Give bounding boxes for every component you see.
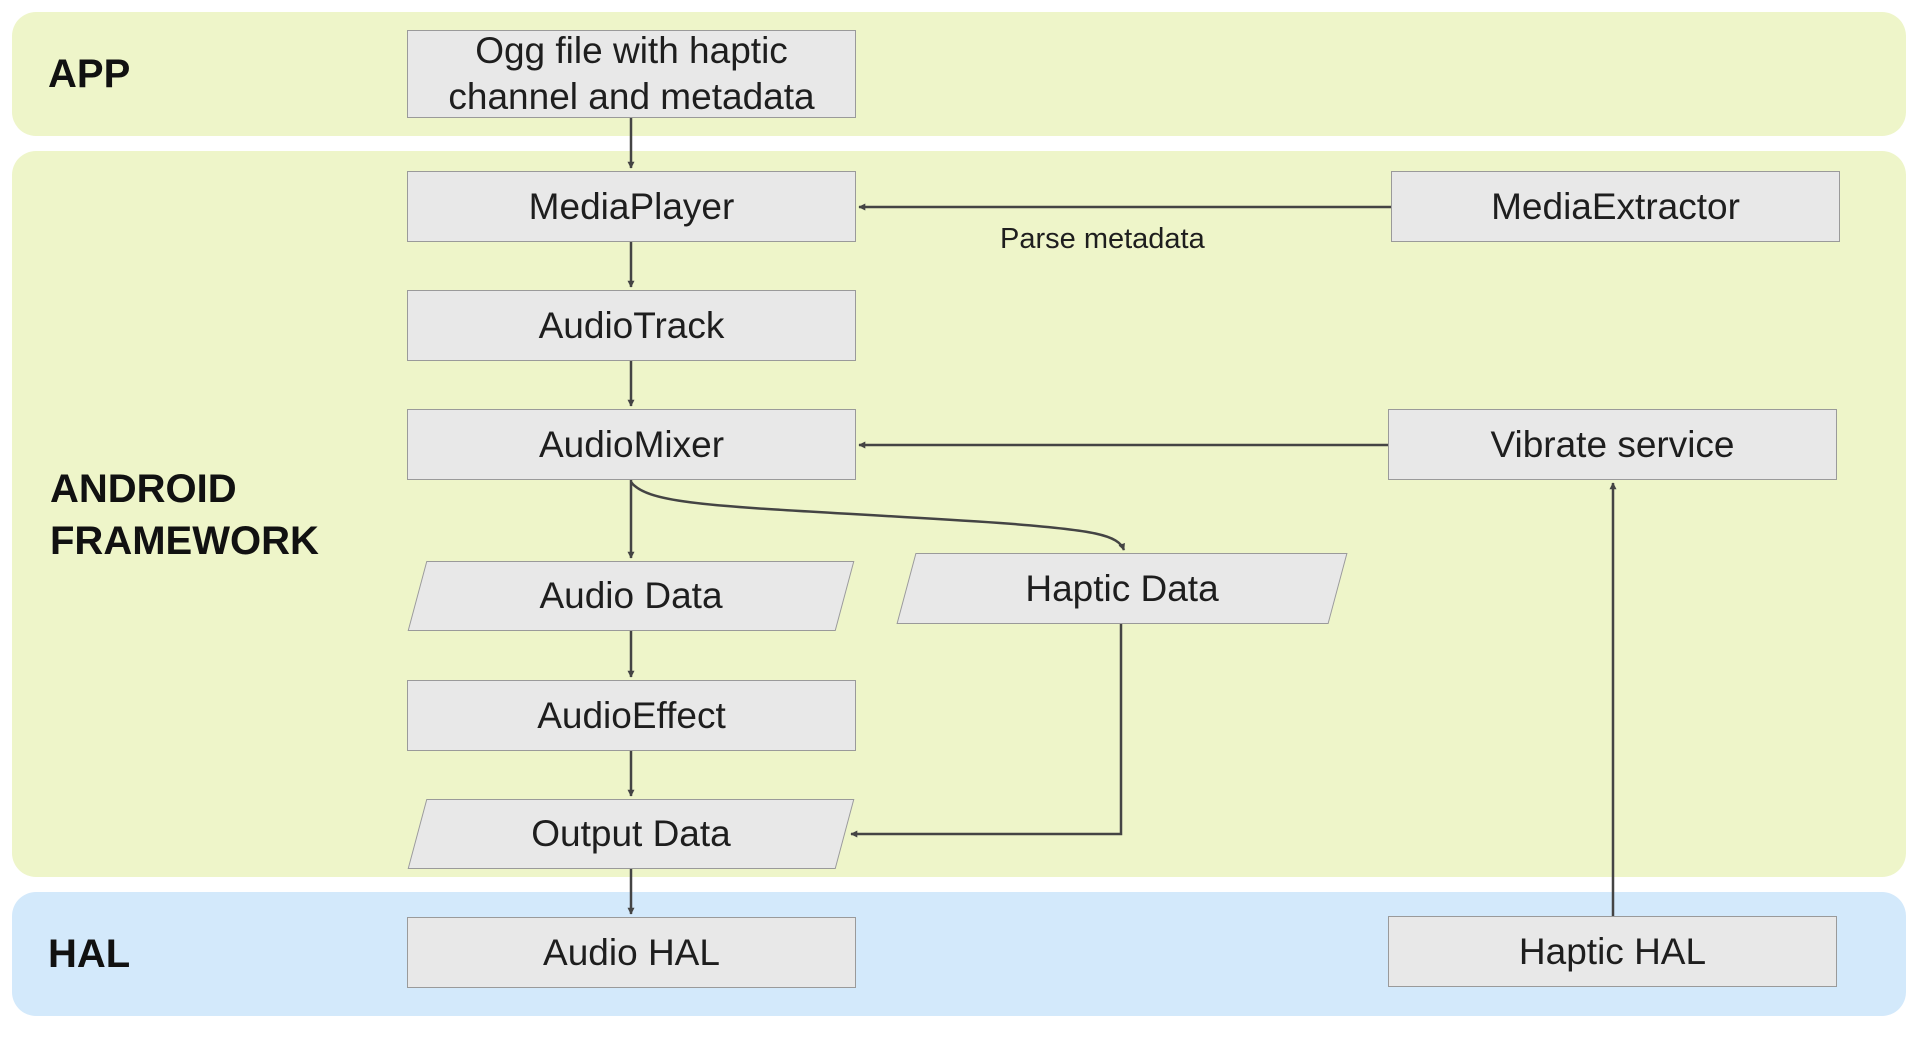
app-layer [12,12,1906,136]
media-player-node: MediaPlayer [407,171,856,242]
haptic-data-node: Haptic Data [896,553,1348,624]
output-data-label: Output Data [531,813,731,854]
audio-hal-node: Audio HAL [407,917,856,988]
audio-mixer-node: AudioMixer [407,409,856,480]
hal-layer-label: HAL [48,932,131,976]
audio-data-node: Audio Data [407,561,855,631]
framework-layer-label: ANDROID FRAMEWORK [50,463,319,567]
audio-data-label: Audio Data [539,575,723,616]
parse-metadata-label: Parse metadata [1000,223,1205,255]
arrow-audiomixer-to-hapticdata [629,481,1126,551]
framework-label-line1: ANDROID [50,467,237,511]
vibrate-service-node: Vibrate service [1388,409,1837,480]
android-framework-layer [12,151,1906,877]
ogg-file-node: Ogg file with haptic channel and metadat… [407,30,856,118]
haptic-hal-node: Haptic HAL [1388,916,1837,987]
framework-label-line2: FRAMEWORK [50,519,319,563]
arrow-hapticdata-to-outputdata [850,624,1123,838]
output-data-node: Output Data [407,799,855,869]
haptic-data-label: Haptic Data [1025,567,1219,609]
ogg-file-line2: channel and metadata [448,76,815,117]
app-layer-label: APP [48,52,131,96]
ogg-file-line1: Ogg file with haptic [475,30,788,71]
audio-track-node: AudioTrack [407,290,856,361]
audio-effect-node: AudioEffect [407,680,856,751]
media-extractor-node: MediaExtractor [1391,171,1840,242]
